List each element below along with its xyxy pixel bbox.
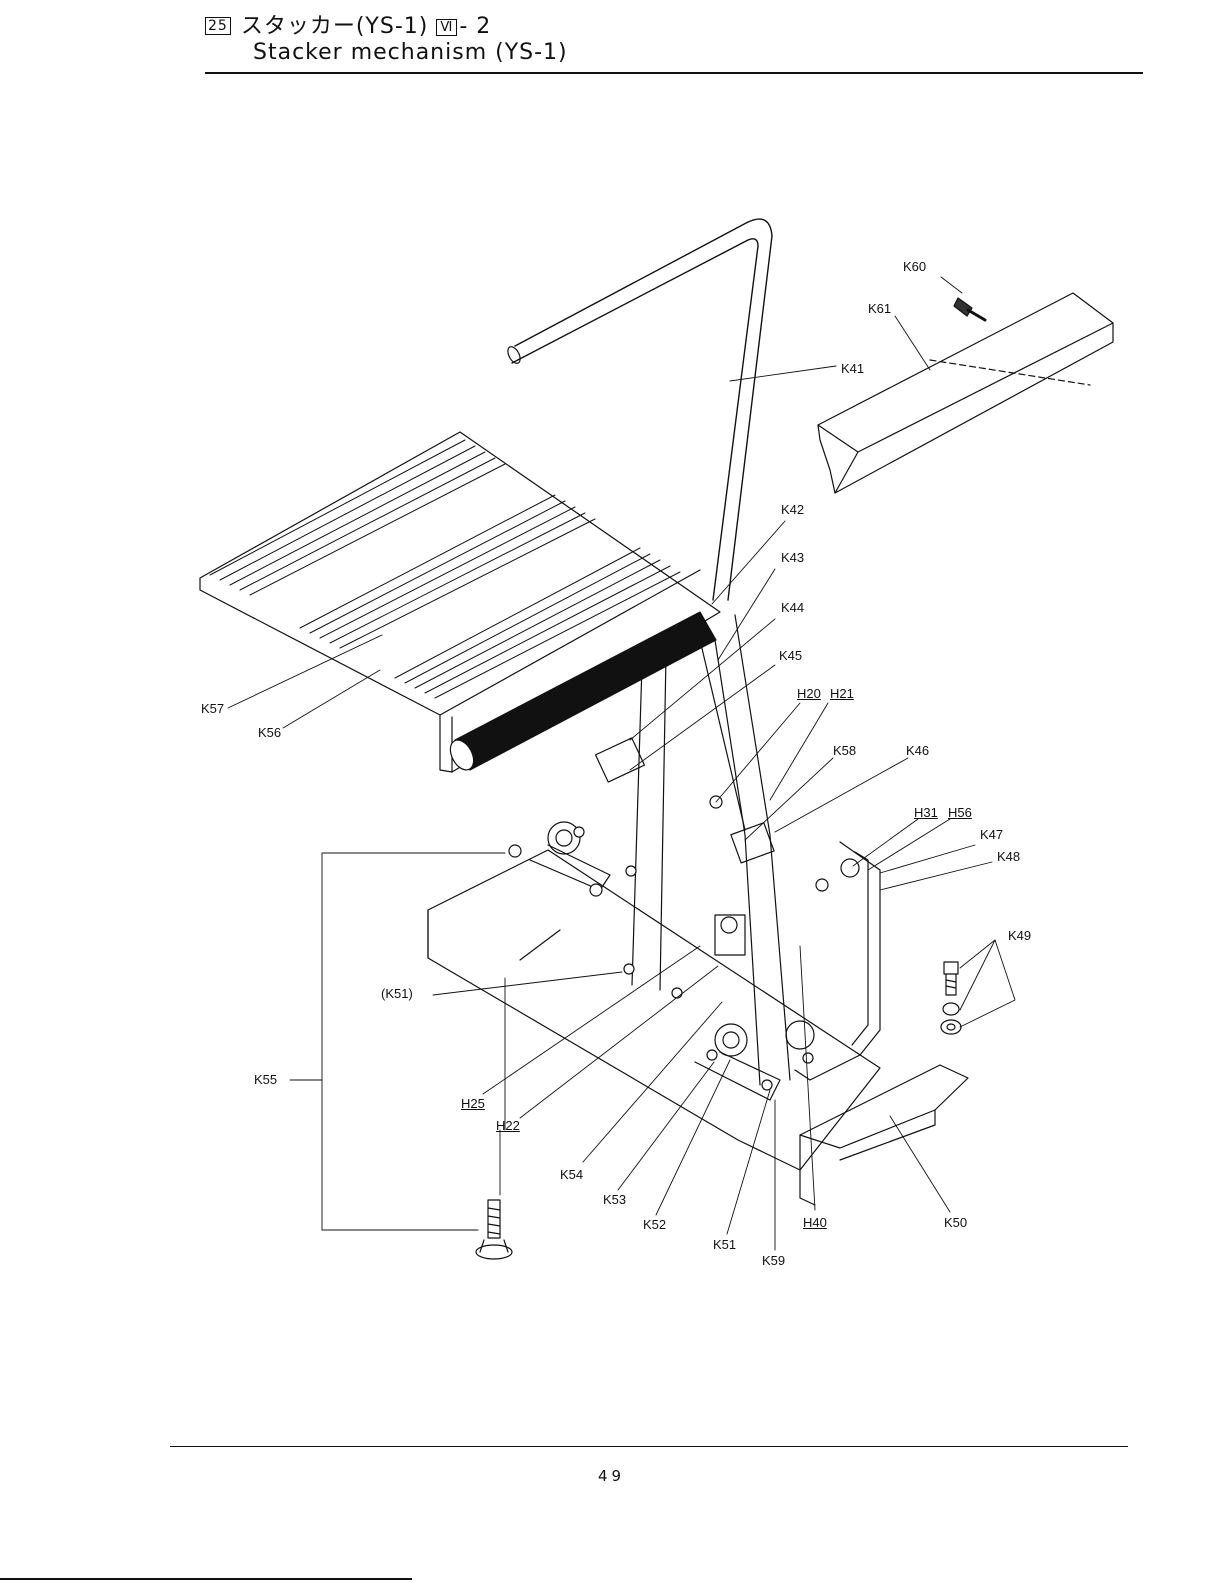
label-k45: K45 (779, 649, 802, 663)
label-k52: K52 (643, 1218, 666, 1232)
label-k61: K61 (868, 302, 891, 316)
label-k60: K60 (903, 260, 926, 274)
leader-lines (228, 277, 1015, 1250)
cover-plate (818, 293, 1113, 493)
label-k57: K57 (201, 702, 224, 716)
label-k59: K59 (762, 1254, 785, 1268)
label-k48: K48 (997, 850, 1020, 864)
side-bracket (795, 842, 880, 1080)
mount-plate (800, 1065, 968, 1205)
label-h40: H40 (803, 1216, 827, 1230)
screw-k60 (954, 298, 985, 320)
label-h25: H25 (461, 1097, 485, 1111)
label-k55: K55 (254, 1073, 277, 1087)
label-k44: K44 (781, 601, 804, 615)
label-k43: K43 (781, 551, 804, 565)
label-k41: K41 (841, 362, 864, 376)
label-k53: K53 (603, 1193, 626, 1207)
label-h31: H31 (914, 806, 938, 820)
label-k58: K58 (833, 744, 856, 758)
label-k42: K42 (781, 503, 804, 517)
label-k56: K56 (258, 726, 281, 740)
footer-rule (170, 1446, 1128, 1447)
label-h20: H20 (797, 687, 821, 701)
label-h21: H21 (830, 687, 854, 701)
screw-k49 (941, 962, 961, 1034)
adjust-foot (476, 1200, 512, 1259)
bearing-blocks (530, 738, 859, 1100)
label-k46: K46 (906, 744, 929, 758)
label-h22: H22 (496, 1119, 520, 1133)
label-k51: K51 (713, 1238, 736, 1252)
label-k50: K50 (944, 1216, 967, 1230)
label-k47: K47 (980, 828, 1003, 842)
page-number: 49 (0, 1467, 1223, 1485)
label-h56: H56 (948, 806, 972, 820)
bottom-edge-rule (0, 1578, 412, 1580)
label-k49: K49 (1008, 929, 1031, 943)
label-k54: K54 (560, 1168, 583, 1182)
label-k51-ref: (K51) (381, 987, 413, 1001)
handle-rod (505, 219, 772, 600)
stacker-tray (200, 432, 720, 772)
